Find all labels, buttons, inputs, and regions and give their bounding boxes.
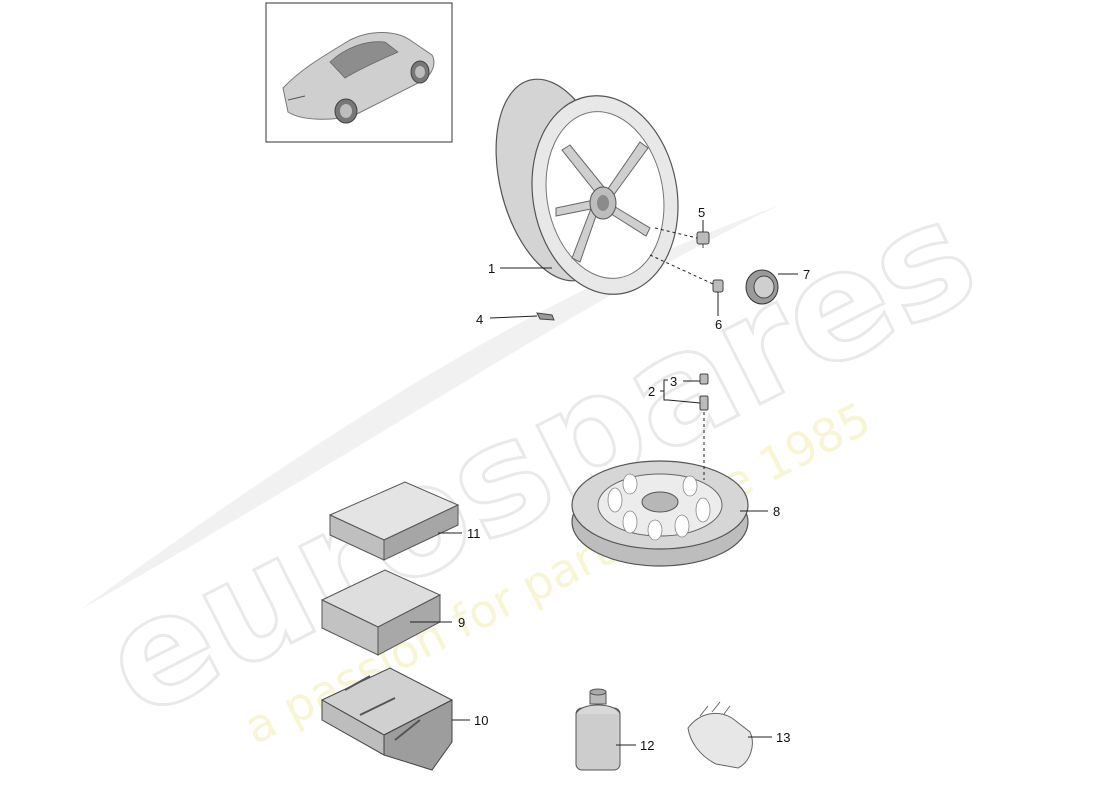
part-9-box (320, 569, 442, 656)
leader-2 (667, 399, 701, 404)
callout-9: 9 (458, 615, 465, 630)
car-icon (282, 32, 435, 124)
leader-4 (489, 315, 538, 319)
callout-6: 6 (715, 317, 722, 332)
vehicle-thumbnail (265, 2, 453, 143)
callout-12: 12 (640, 738, 654, 753)
callout-8: 8 (773, 504, 780, 519)
callout-5: 5 (698, 205, 705, 220)
part-4-balance-weight (536, 312, 555, 321)
callout-13: 13 (776, 730, 790, 745)
part-2-valve-body (699, 395, 709, 411)
part-1-alloy-wheel (495, 78, 679, 295)
leader-5-dash (654, 227, 698, 239)
watermark-swoosh (80, 205, 780, 610)
part-10-bracket (320, 667, 454, 771)
callouts: 1 2 3 4 5 6 7 8 9 10 11 12 13 (458, 205, 810, 753)
leader-lines (410, 220, 798, 746)
callout-3: 3 (670, 374, 677, 389)
callout-1: 1 (488, 261, 495, 276)
callout-4: 4 (476, 312, 483, 327)
part-7-center-cap (745, 269, 779, 305)
part-12-sealant-bottle (575, 688, 621, 771)
callout-7: 7 (803, 267, 810, 282)
part-11-foam-insert (328, 481, 460, 561)
part-6-valve (712, 279, 724, 293)
leader-2-bracket (660, 379, 668, 401)
part-13-gloves (687, 701, 753, 769)
part-3-valve-cap (699, 373, 709, 385)
callout-10: 10 (474, 713, 488, 728)
callout-11: 11 (467, 526, 481, 541)
callout-2: 2 (648, 384, 655, 399)
part-8-spare-wheel (571, 460, 749, 567)
